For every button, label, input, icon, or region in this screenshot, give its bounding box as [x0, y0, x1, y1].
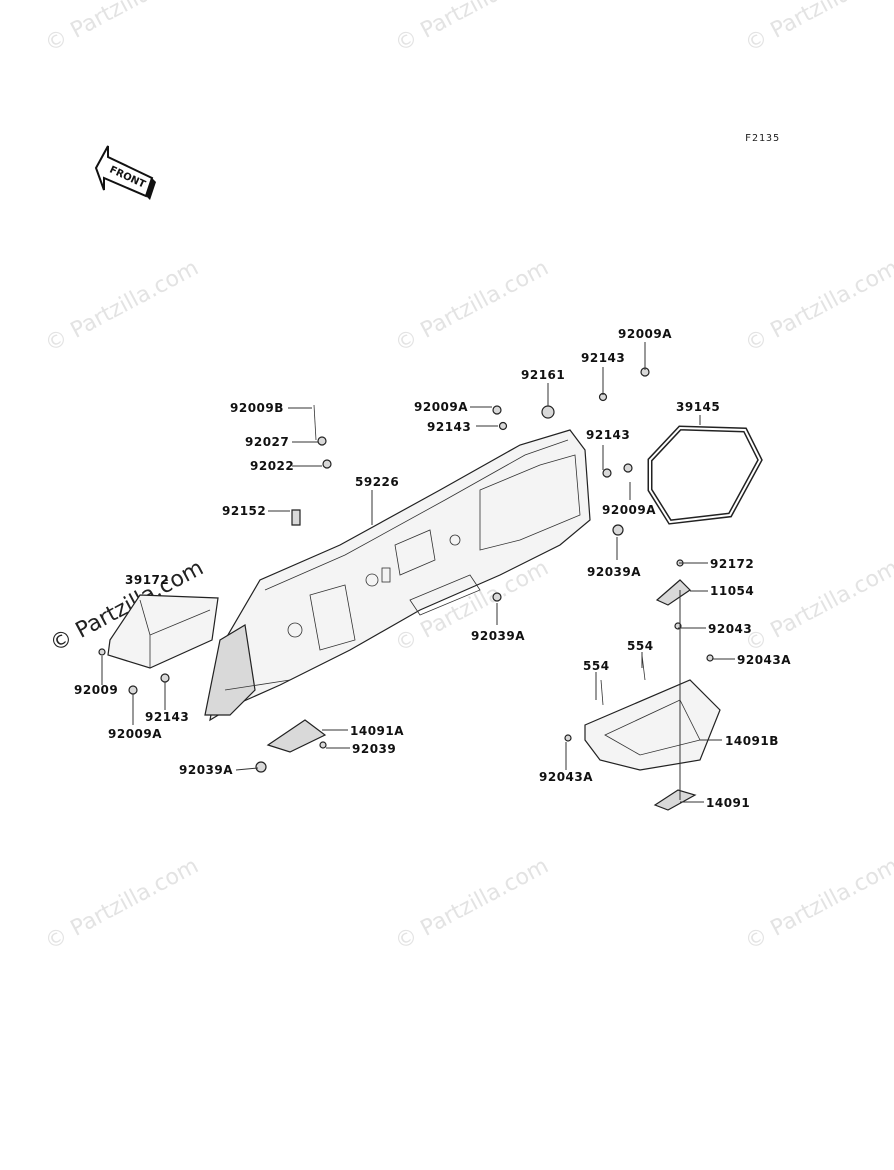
part-label-92043: 92043 — [708, 622, 752, 636]
part-label-92143: 92143 — [581, 351, 625, 365]
part-label-92009A: 92009A — [618, 327, 672, 341]
part-label-92039: 92039 — [352, 742, 396, 756]
part-labels: 92009A 92143 92161 39145 92009B 92009A 9… — [74, 327, 791, 810]
part-label-92039A: 92039A — [471, 629, 525, 643]
dashboard-panel-part — [204, 429, 591, 722]
part-label-92009A: 92009A — [602, 503, 656, 517]
part-label-92043A: 92043A — [737, 653, 791, 667]
watermark: © Partzilla.com — [391, 256, 553, 358]
watermark: © Partzilla.com — [41, 0, 203, 57]
part-label-92143: 92143 — [145, 710, 189, 724]
diagram-code: F2135 — [745, 133, 780, 144]
part-label-92161: 92161 — [521, 368, 565, 382]
watermark: © Partzilla.com — [741, 854, 894, 956]
part-label-92143: 92143 — [427, 420, 471, 434]
part-label-92043A: 92043A — [539, 770, 593, 784]
part-label-11054: 11054 — [710, 584, 754, 598]
part-label-14091A: 14091A — [350, 724, 404, 738]
part-label-92027: 92027 — [245, 435, 289, 449]
fasteners — [98, 367, 714, 773]
part-label-554: 554 — [583, 659, 610, 673]
leader-lines — [101, 342, 735, 803]
left-box-part — [107, 594, 219, 669]
part-label-92172: 92172 — [710, 557, 754, 571]
watermark: © Partzilla.com — [391, 854, 553, 956]
watermark: © Partzilla.com — [741, 556, 894, 658]
cover-14091-part — [653, 789, 697, 811]
watermark: © Partzilla.com — [391, 0, 553, 57]
part-label-92039A: 92039A — [179, 763, 233, 777]
part-label-14091B: 14091B — [725, 734, 779, 748]
part-label-554: 554 — [627, 639, 654, 653]
part-label-92039A: 92039A — [587, 565, 641, 579]
part-label-92022: 92022 — [250, 459, 294, 473]
part-label-92009A: 92009A — [414, 400, 468, 414]
lid-14091A-part — [266, 719, 327, 753]
part-label-92009A: 92009A — [108, 727, 162, 741]
watermark: © Partzilla.com — [41, 854, 203, 956]
tray-14091B-part — [584, 679, 721, 771]
part-label-92143: 92143 — [586, 428, 630, 442]
part-label-59226: 59226 — [355, 475, 399, 489]
watermark: © Partzilla.com — [741, 0, 894, 57]
part-label-92009: 92009 — [74, 683, 118, 697]
seal-39145-part — [647, 425, 763, 525]
part-label-39172: 39172 — [125, 573, 169, 587]
part-label-92152: 92152 — [222, 504, 266, 518]
front-arrow-icon: FRONT — [94, 145, 156, 200]
part-label-14091: 14091 — [706, 796, 750, 810]
part-label-39145: 39145 — [676, 400, 720, 414]
part-label-92009B: 92009B — [230, 401, 284, 415]
watermark: © Partzilla.com — [41, 256, 203, 358]
bracket-11054-part — [655, 579, 691, 606]
watermark: © Partzilla.com — [741, 256, 894, 358]
